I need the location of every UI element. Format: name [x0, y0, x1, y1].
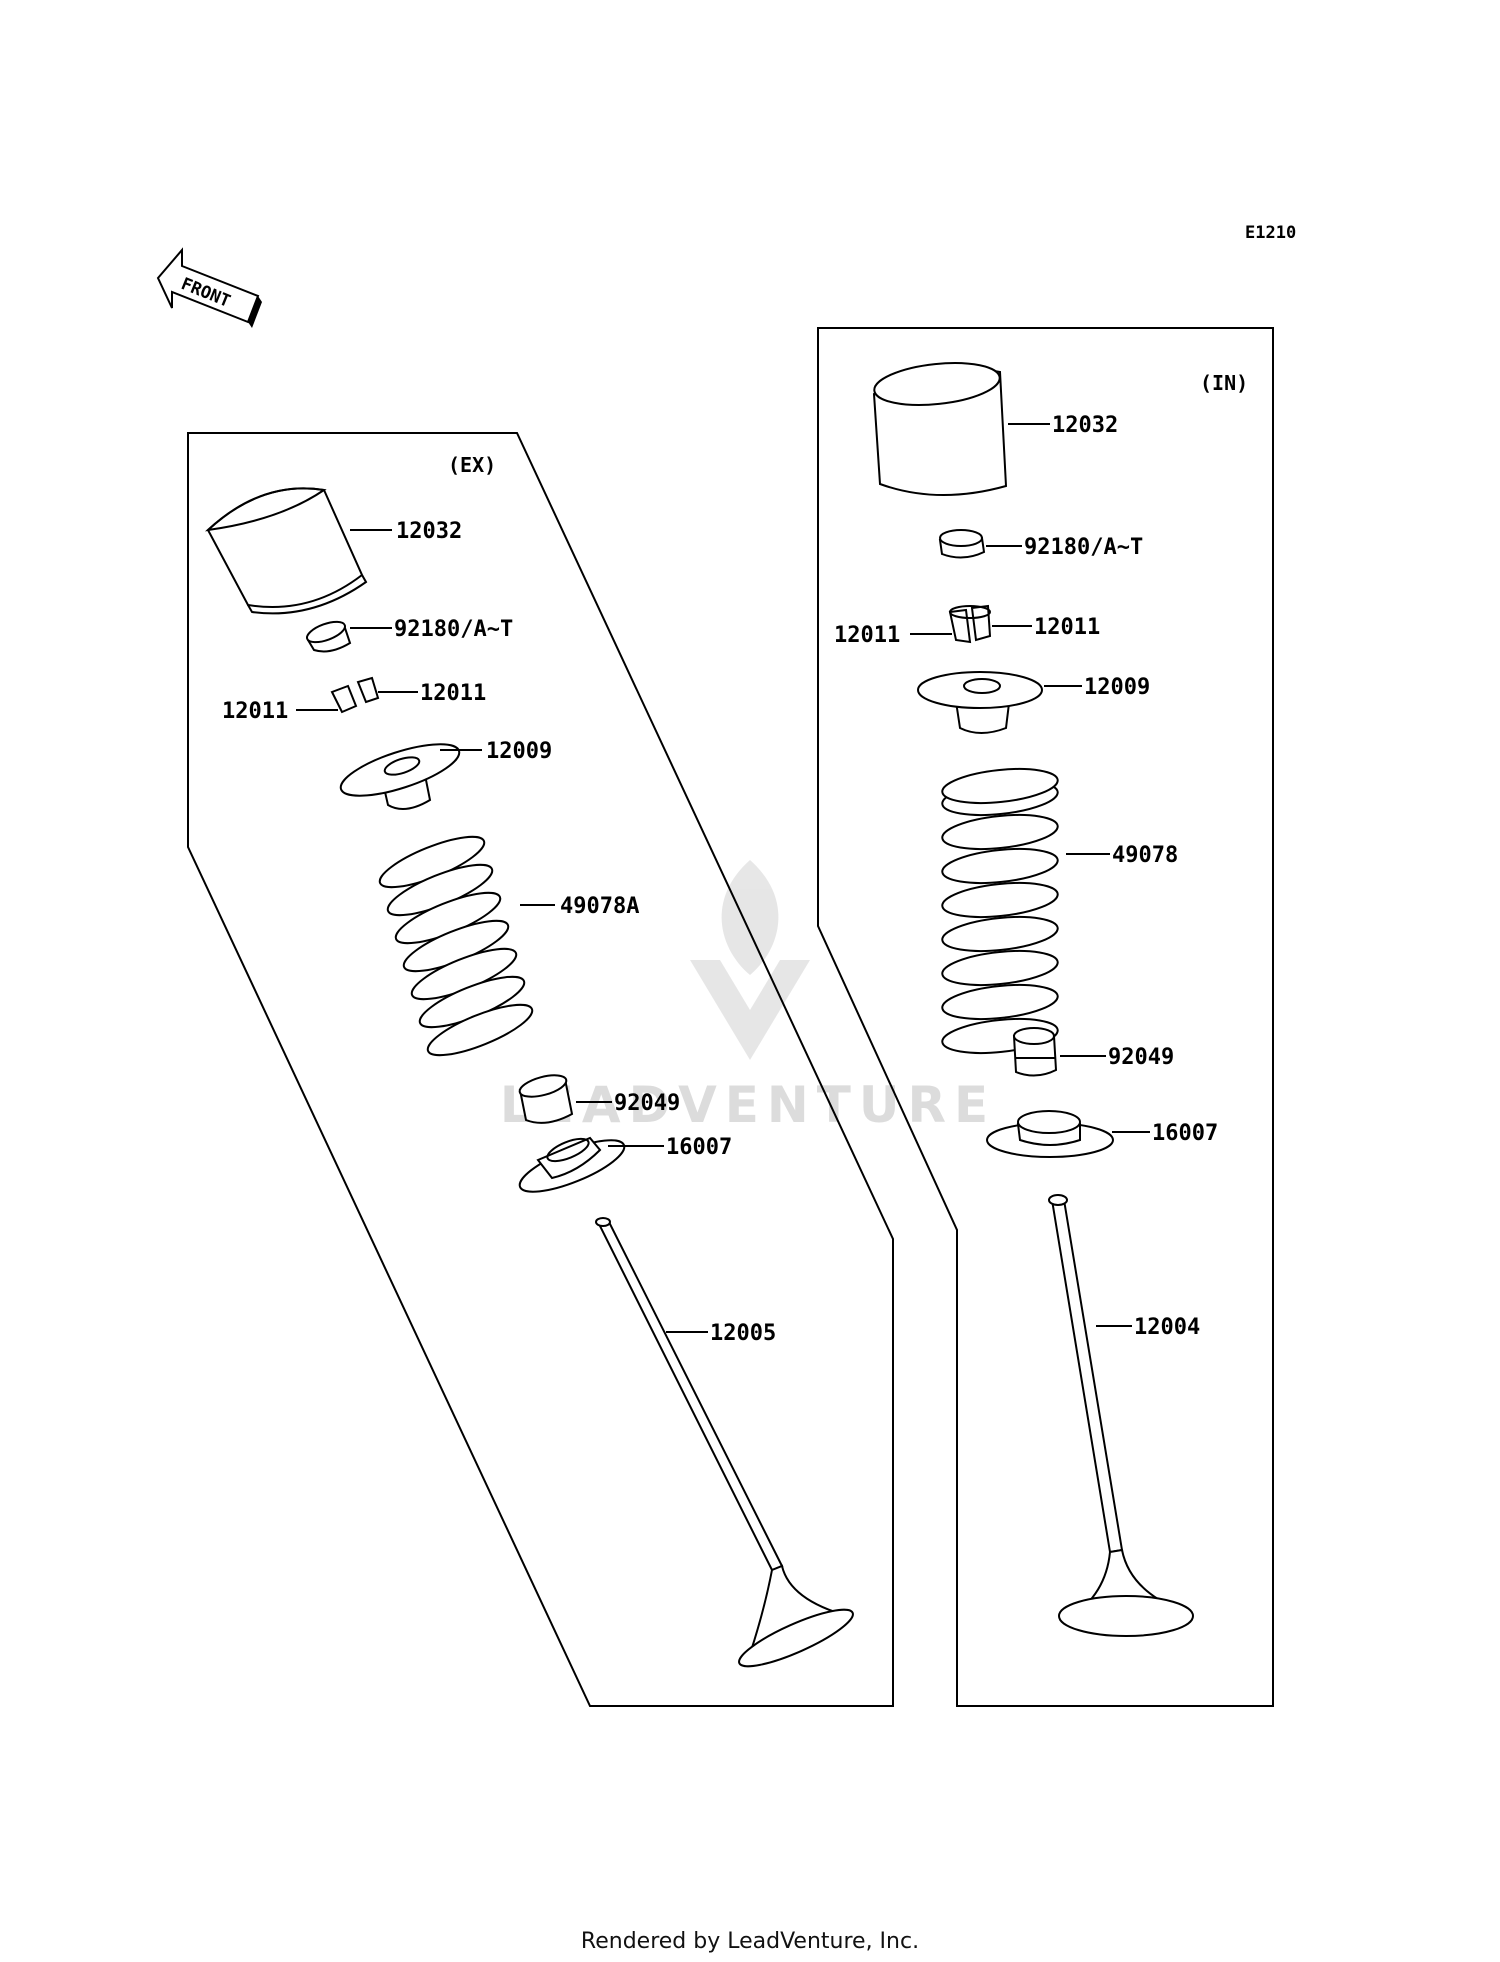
- intake-spring-seat: [986, 1110, 1114, 1158]
- leadventure-watermark: LEADVENTURE: [500, 860, 996, 1134]
- diagram-code: E1210: [1245, 223, 1296, 243]
- watermark-text: LEADVENTURE: [500, 1076, 996, 1134]
- footer-credit: Rendered by LeadVenture, Inc.: [581, 1929, 919, 1954]
- intake-keeper-left-label: 12011: [834, 623, 900, 648]
- exhaust-spring: [378, 835, 534, 1057]
- intake-stem-seal-label: 92049: [1108, 1045, 1174, 1070]
- intake-stem-seal: [1012, 1027, 1058, 1077]
- exhaust-shim: [306, 620, 352, 653]
- intake-retainer: [917, 671, 1043, 734]
- exhaust-shim-label: 92180/A~T: [394, 617, 513, 642]
- intake-section: (IN) 12032 92180/A~T 12011 12011: [817, 327, 1274, 1707]
- front-arrow-icon: FRONT: [156, 247, 262, 328]
- intake-keeper-right-label: 12011: [1034, 615, 1100, 640]
- intake-shim-label: 92180/A~T: [1024, 535, 1143, 560]
- exhaust-valve: [595, 1217, 854, 1668]
- intake-spring-label: 49078: [1112, 843, 1178, 868]
- intake-retainer-label: 12009: [1084, 675, 1150, 700]
- exhaust-keepers: [330, 676, 380, 714]
- exhaust-keeper-left-label: 12011: [222, 699, 288, 724]
- exhaust-section: (EX) 12032 92180/A~T 12011 12011: [187, 432, 894, 1707]
- exhaust-spring-label: 49078A: [560, 894, 639, 919]
- intake-keepers: [948, 604, 992, 644]
- intake-spring: [941, 767, 1059, 1055]
- intake-tappet-label: 12032: [1052, 413, 1118, 438]
- exhaust-stem-seal-label: 92049: [614, 1091, 680, 1116]
- exhaust-section-title: (EX): [448, 453, 496, 477]
- exhaust-valve-label: 12005: [710, 1321, 776, 1346]
- exhaust-tappet-label: 12032: [396, 519, 462, 544]
- exhaust-keeper-right-label: 12011: [420, 681, 486, 706]
- intake-shim: [938, 529, 986, 559]
- exhaust-retainer: [339, 743, 461, 810]
- exhaust-stem-seal: [518, 1074, 574, 1124]
- intake-valve: [1048, 1194, 1194, 1637]
- exhaust-tappet: [204, 487, 368, 615]
- exhaust-spring-seat: [518, 1136, 626, 1193]
- intake-tappet: [872, 362, 1008, 496]
- exhaust-spring-seat-label: 16007: [666, 1135, 732, 1160]
- intake-section-title: (IN): [1200, 371, 1248, 395]
- intake-spring-seat-label: 16007: [1152, 1121, 1218, 1146]
- intake-valve-label: 12004: [1134, 1315, 1200, 1340]
- exhaust-retainer-label: 12009: [486, 739, 552, 764]
